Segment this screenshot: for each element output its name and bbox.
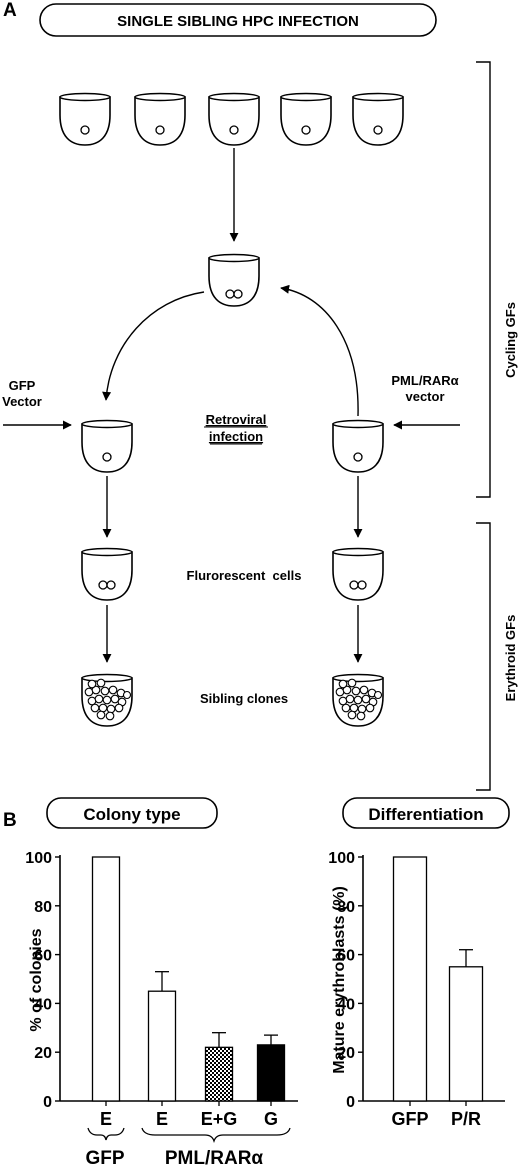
sibling-label: Sibling clones	[200, 691, 288, 706]
colony-y-tick-label: 0	[43, 1094, 52, 1111]
diff-y-tick-label: 0	[346, 1094, 355, 1111]
diff-y-tick-label: 100	[328, 850, 355, 867]
gfp-group-label: GFP	[85, 1148, 124, 1169]
colony-y-tick-label: 100	[25, 850, 52, 867]
pml-group-brace	[141, 1127, 291, 1144]
colony-y-tick-label: 80	[34, 899, 52, 916]
diff-y-axis-label: Mature erythroblasts (%)	[331, 886, 348, 1074]
diff-y-tick-label: 40	[337, 996, 355, 1013]
well	[81, 419, 133, 473]
colony-x-tick-label: G	[264, 1109, 278, 1129]
well	[352, 92, 404, 146]
pml-vector-label: PML/RARα	[391, 373, 458, 388]
arrow	[102, 291, 205, 401]
well	[134, 92, 186, 146]
pml-vector-label: vector	[405, 389, 444, 404]
retroviral-label: infection	[209, 429, 263, 444]
diff-x-tick-label: P/R	[451, 1109, 481, 1129]
colony-bar	[91, 856, 121, 1102]
diff-bar	[392, 856, 428, 1102]
colony-title: Colony type	[83, 805, 180, 824]
well	[59, 92, 111, 146]
well	[208, 253, 260, 307]
gfp-vector-label: Vector	[2, 394, 42, 409]
erythroid-label: Erythroid GFs	[503, 615, 518, 702]
well	[280, 92, 332, 146]
fluorescent-label: Flurorescent cells	[187, 568, 302, 583]
retroviral-label: Retroviral	[206, 412, 267, 427]
well	[208, 92, 260, 146]
title-box	[39, 3, 437, 37]
well	[332, 419, 384, 473]
diff-y-tick-label: 60	[337, 948, 355, 965]
cycling-bracket	[476, 61, 491, 498]
diff-y-tick-label: 80	[337, 899, 355, 916]
diff-y-tick-label: 20	[337, 1045, 355, 1062]
colony-y-tick-label: 60	[34, 948, 52, 965]
colony-title-box	[46, 797, 218, 829]
well	[332, 547, 384, 601]
arrow	[280, 284, 359, 417]
cycling-label: Cycling GFs	[503, 302, 518, 378]
colony-y-axis-label: % of colonies	[28, 928, 45, 1031]
colony-bar	[204, 1046, 234, 1102]
colony-y-tick-label: 20	[34, 1045, 52, 1062]
well	[81, 547, 133, 601]
pml-group-label: PML/RARα	[165, 1148, 264, 1169]
colony-x-tick-label: E	[100, 1109, 112, 1129]
well	[81, 673, 133, 727]
diff-bar	[448, 966, 484, 1102]
panel-a-label: A	[3, 0, 17, 21]
gfp-group-brace	[87, 1127, 125, 1141]
colony-x-tick-label: E	[156, 1109, 168, 1129]
panel-b-label: B	[3, 810, 17, 831]
erythroid-bracket	[476, 522, 491, 791]
diff-title-box	[342, 797, 510, 829]
colony-bar	[147, 990, 177, 1102]
diff-title: Differentiation	[368, 805, 483, 824]
colony-y-tick-label: 40	[34, 996, 52, 1013]
well	[332, 673, 384, 727]
colony-bar	[256, 1044, 286, 1102]
panel-a-title: SINGLE SIBLING HPC INFECTION	[117, 13, 359, 30]
colony-x-tick-label: E+G	[201, 1109, 238, 1129]
gfp-vector-label: GFP	[9, 378, 36, 393]
diff-x-tick-label: GFP	[391, 1109, 428, 1129]
